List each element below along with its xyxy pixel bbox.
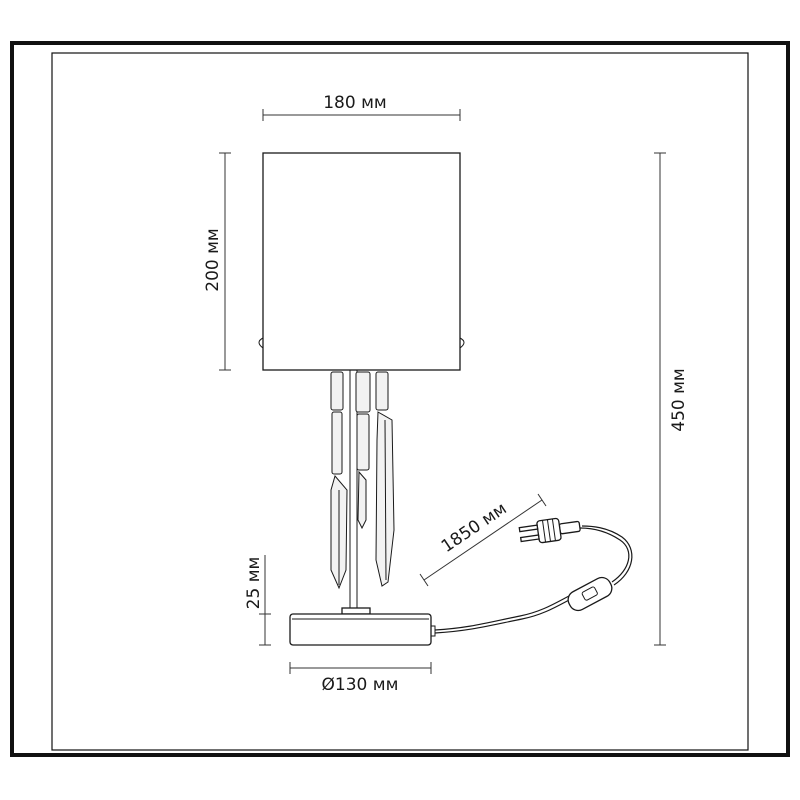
dimension-shade-width: 180 мм	[262, 93, 461, 121]
lamp-base	[289, 607, 436, 646]
crystal-pendants	[330, 369, 395, 611]
power-cord	[434, 517, 633, 634]
total-height-label: 450 мм	[669, 368, 689, 432]
drawing-frame	[10, 41, 790, 757]
inline-switch	[567, 576, 613, 612]
dimension-base-diameter: Ø130 мм	[289, 662, 432, 695]
lamp-shade	[258, 152, 465, 371]
dimension-shade-height: 200 мм	[203, 152, 231, 371]
shade-height-label: 200 мм	[203, 228, 223, 292]
base-height-label: 25 мм	[244, 557, 264, 610]
cord-length-label: 1850 мм	[438, 499, 511, 557]
plug	[518, 517, 581, 544]
dimension-total-height: 450 мм	[654, 152, 689, 646]
base-diameter-label: Ø130 мм	[322, 675, 399, 695]
dimension-base-height: 25 мм	[244, 555, 271, 646]
shade-width-label: 180 мм	[323, 93, 387, 113]
